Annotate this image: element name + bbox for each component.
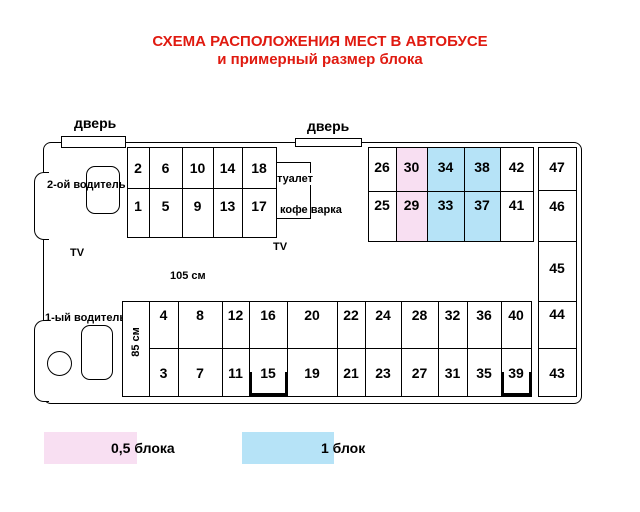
seat-number: 15 — [260, 365, 276, 381]
seat-number: 40 — [508, 307, 524, 323]
seat-25[interactable] — [368, 191, 397, 242]
seat-number: 7 — [196, 365, 204, 381]
seat-number: 10 — [189, 160, 206, 176]
seat-number: 12 — [227, 307, 244, 323]
seat-number: 3 — [159, 365, 168, 381]
diagram-subtitle: и примерный размер блока — [217, 51, 423, 68]
seat-35[interactable] — [467, 348, 502, 397]
middle-door — [295, 138, 362, 147]
seat-number: 34 — [437, 159, 454, 175]
seat-number: 27 — [411, 365, 428, 381]
front-door-label: дверь — [74, 115, 117, 131]
seat-number: 30 — [403, 159, 420, 175]
seat-pitch-label: 85 см — [130, 327, 142, 357]
seat-number: 5 — [161, 198, 170, 214]
legend-half-label: 0,5 блока — [111, 440, 175, 456]
toilet-label: туалет — [277, 173, 313, 185]
seat-number: 24 — [375, 307, 391, 323]
front-door — [61, 136, 126, 148]
seat-18[interactable] — [242, 147, 277, 189]
seat-number: 2 — [134, 160, 142, 176]
seat-28[interactable] — [401, 301, 439, 349]
seat-number: 47 — [549, 159, 565, 175]
seat-number: 16 — [260, 307, 276, 323]
seat-38[interactable] — [464, 147, 501, 192]
seat-number: 39 — [508, 365, 524, 381]
seat-number: 25 — [374, 197, 390, 213]
seat-36[interactable] — [467, 301, 502, 349]
seat-number: 11 — [228, 365, 243, 381]
seat-43[interactable] — [538, 348, 577, 397]
seat-number: 21 — [343, 365, 359, 381]
seat-number: 42 — [508, 159, 525, 175]
seat-44[interactable] — [538, 301, 577, 349]
seat-33[interactable] — [427, 191, 465, 242]
seat-6[interactable] — [149, 147, 183, 189]
diagram-title: СХЕМА РАСПОЛОЖЕНИЯ МЕСТ В АВТОБУСЕ — [152, 33, 488, 50]
tv-front-label: TV — [70, 247, 85, 259]
seat-number: 20 — [304, 307, 320, 323]
seat-19[interactable] — [287, 348, 338, 397]
front-bumper-bottom — [34, 320, 49, 402]
legend-full-swatch — [242, 432, 334, 464]
seat-number: 9 — [193, 198, 202, 214]
seat-number: 36 — [476, 307, 492, 323]
seat-number: 19 — [304, 365, 320, 381]
seat-number: 23 — [375, 365, 391, 381]
legend-half-swatch — [44, 432, 137, 464]
front-bumper-top — [34, 172, 49, 240]
coffee-maker-label: кофе варка — [280, 204, 342, 216]
seat-number: 17 — [251, 198, 267, 214]
seat-number: 33 — [437, 197, 454, 213]
steering-wheel-icon — [47, 351, 72, 376]
first-driver-seat — [81, 325, 113, 380]
seat-number: 46 — [549, 198, 565, 214]
seat-number: 29 — [403, 197, 420, 213]
seat-number: 45 — [549, 260, 565, 276]
seat-number: 35 — [476, 365, 492, 381]
seat-31[interactable] — [438, 348, 468, 397]
aisle-width-label: 105 см — [170, 270, 206, 282]
seat-41[interactable] — [500, 191, 534, 242]
seat-number: 8 — [196, 307, 204, 323]
table-bracket — [501, 372, 532, 396]
first-driver-label: 1-ый водитель — [45, 312, 127, 324]
seat-number: 37 — [474, 197, 490, 213]
seat-12[interactable] — [222, 301, 250, 349]
seat-number: 6 — [161, 160, 170, 176]
seat-17[interactable] — [242, 188, 277, 238]
seat-number: 32 — [444, 307, 461, 323]
seat-pitch-cell — [122, 301, 150, 397]
seat-21[interactable] — [337, 348, 366, 397]
seat-number: 44 — [549, 306, 565, 322]
seat-number: 41 — [508, 197, 525, 213]
seat-23[interactable] — [365, 348, 402, 397]
seat-46[interactable] — [538, 190, 577, 242]
table-bracket — [249, 372, 288, 396]
tv-middle-label: TV — [273, 241, 288, 253]
seat-number: 22 — [343, 307, 359, 323]
seat-number: 1 — [134, 198, 142, 214]
seat-number: 14 — [219, 160, 236, 176]
seat-29[interactable] — [396, 191, 428, 242]
seat-number: 13 — [219, 198, 236, 214]
seat-number: 38 — [474, 159, 490, 175]
second-driver-label: 2-ой водитель — [47, 179, 126, 191]
seat-number: 43 — [549, 365, 565, 381]
seat-number: 4 — [159, 307, 168, 323]
seat-number: 18 — [251, 160, 267, 176]
seat-9[interactable] — [182, 188, 214, 238]
seat-number: 31 — [444, 365, 461, 381]
legend-full-label: 1 блок — [321, 440, 366, 456]
seat-number: 26 — [374, 159, 390, 175]
seat-16[interactable] — [249, 301, 288, 349]
seat-number: 28 — [411, 307, 428, 323]
second-driver-seat — [86, 166, 120, 214]
seat-5[interactable] — [149, 188, 183, 238]
seat-34[interactable] — [427, 147, 465, 192]
middle-door-label: дверь — [307, 118, 350, 134]
